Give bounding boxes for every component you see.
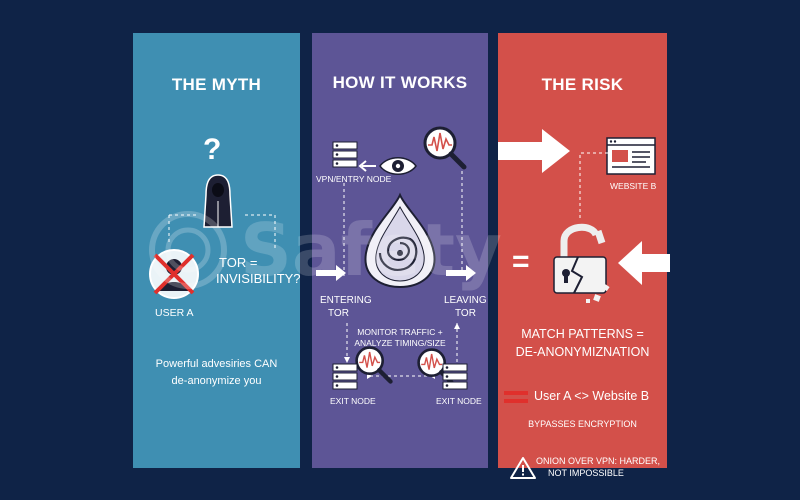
monitor-label-line2: ANALYZE TIMING/SIZE bbox=[354, 338, 446, 348]
myth-caption-line1: Powerful advesiries CAN bbox=[155, 358, 278, 370]
entry-server-icon bbox=[332, 141, 358, 168]
crossed-user-icon bbox=[149, 249, 199, 299]
question-mark: ? bbox=[203, 133, 222, 166]
exit-node-right-label: EXIT NODE bbox=[436, 396, 482, 406]
leaving-label: LEAVING bbox=[444, 295, 487, 306]
how-it-works-panel: HOW IT WORKS VPN/ENTRY NODE bbox=[312, 33, 488, 468]
website-window-icon bbox=[606, 137, 656, 175]
red-equals-icon bbox=[504, 391, 528, 403]
entering-arrow-icon bbox=[316, 265, 346, 281]
website-b-label: WEBSITE B bbox=[610, 181, 657, 191]
warning-icon bbox=[510, 457, 536, 479]
exit-server-left-icon bbox=[332, 363, 358, 390]
tor-label: TOR = bbox=[219, 255, 258, 270]
user-website-link-label: User A <> Website B bbox=[534, 389, 650, 403]
entering-label: ENTERING bbox=[320, 295, 372, 306]
leaving-arrow-icon bbox=[446, 265, 476, 281]
myth-panel: THE MYTH ? TOR = INVISIBILITY? USER A Po… bbox=[133, 33, 301, 468]
equals-sign: = bbox=[512, 245, 530, 278]
tor-invisibility-label: INVISIBILITY? bbox=[216, 271, 301, 286]
monitor-label-line1: MONITOR TRAFFIC + bbox=[357, 327, 443, 337]
risk-dashed-connector bbox=[579, 152, 608, 218]
arrow-left-icon bbox=[358, 160, 376, 172]
exit-server-right-icon bbox=[442, 363, 468, 390]
magnifier-bottom-left-icon bbox=[355, 346, 393, 384]
exit-node-left-label: EXIT NODE bbox=[330, 396, 376, 406]
entering-tor-label: TOR bbox=[328, 308, 349, 319]
dotted-connector-icon bbox=[168, 214, 276, 251]
tor-onion-icon bbox=[364, 192, 436, 289]
big-arrow-right-icon bbox=[498, 129, 570, 173]
onion-vpn-line1: ONION OVER VPN: HARDER, bbox=[536, 456, 661, 466]
risk-title: THE RISK bbox=[541, 75, 624, 94]
bypasses-encryption-label: BYPASSES ENCRYPTION bbox=[528, 419, 637, 429]
how-title: HOW IT WORKS bbox=[332, 73, 468, 92]
user-a-label: USER A bbox=[155, 307, 194, 319]
onion-vpn-line2: NOT IMPOSSIBLE bbox=[548, 468, 624, 478]
vpn-entry-label: VPN/ENTRY NODE bbox=[316, 174, 392, 184]
big-arrow-left-icon bbox=[618, 241, 670, 285]
broken-lock-icon bbox=[553, 223, 610, 303]
route-lines bbox=[343, 171, 463, 379]
hooded-figure-icon bbox=[203, 174, 233, 228]
match-patterns-line1: MATCH PATTERNS = bbox=[521, 327, 644, 341]
risk-panel: THE RISK WEBSITE B = MATCH PATTERNS = bbox=[498, 33, 670, 479]
myth-title: THE MYTH bbox=[171, 75, 262, 94]
eye-icon bbox=[379, 157, 417, 175]
leaving-tor-label: TOR bbox=[455, 308, 476, 319]
myth-caption-line2: de-anonymize you bbox=[171, 375, 262, 387]
match-patterns-line2: DE-ANONYMIZNATION bbox=[515, 345, 650, 359]
magnifier-top-icon bbox=[423, 126, 467, 170]
